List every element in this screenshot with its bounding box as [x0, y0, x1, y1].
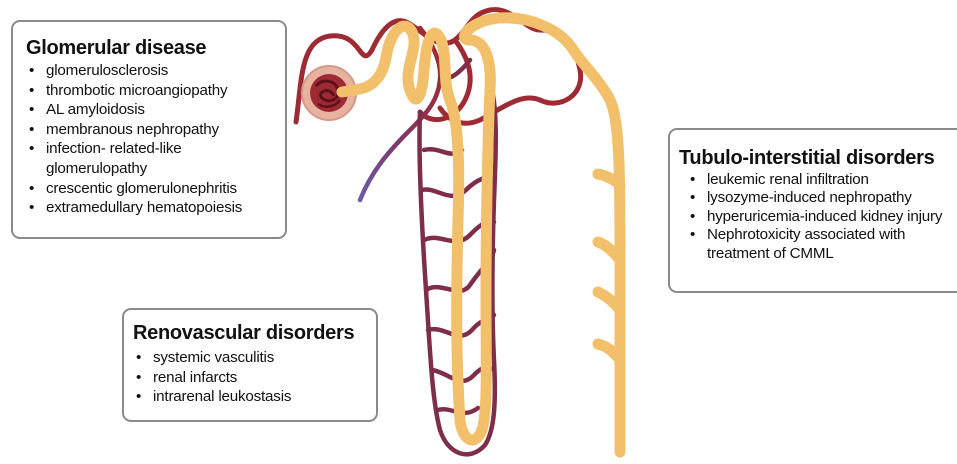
glomerular-disease-panel: Glomerular disease glomerulosclerosis th… [11, 20, 287, 239]
list-item: crescentic glomerulonephritis [46, 179, 277, 199]
tubule-origin [342, 90, 354, 92]
list-item: Nephrotoxicity associated with treatment… [707, 226, 937, 263]
list-item: intrarenal leukostasis [153, 387, 376, 407]
list-item: extramedullary hematopoiesis [46, 198, 277, 218]
list-item: AL amyloidosis [46, 100, 277, 120]
glomerular-disease-title: Glomerular disease [26, 35, 277, 61]
tubulo-interstitial-list: leukemic renal infiltration lysozyme-ind… [707, 171, 957, 263]
list-item: lysozyme-induced nephropathy [707, 189, 957, 207]
list-item: infection- related-like glomerulopathy [46, 139, 226, 178]
capillary-network [360, 28, 496, 454]
list-item: thrombotic microangiopathy [46, 81, 277, 101]
list-item: renal infarcts [153, 368, 376, 388]
renovascular-list: systemic vasculitis renal infarcts intra… [153, 348, 376, 407]
glomerular-disease-list: glomerulosclerosis thrombotic microangio… [46, 61, 277, 218]
list-item: membranous nephropathy [46, 120, 277, 140]
list-item: leukemic renal infiltration [707, 171, 957, 189]
tubulo-interstitial-panel: Tubulo-interstitial disorders leukemic r… [668, 128, 957, 293]
renovascular-panel: Renovascular disorders systemic vasculit… [122, 308, 378, 422]
list-item: systemic vasculitis [153, 348, 376, 368]
renovascular-title: Renovascular disorders [133, 320, 376, 346]
list-item: glomerulosclerosis [46, 61, 277, 81]
list-item: hyperuricemia-induced kidney injury [707, 208, 957, 226]
tubulo-interstitial-title: Tubulo-interstitial disorders [679, 145, 957, 171]
